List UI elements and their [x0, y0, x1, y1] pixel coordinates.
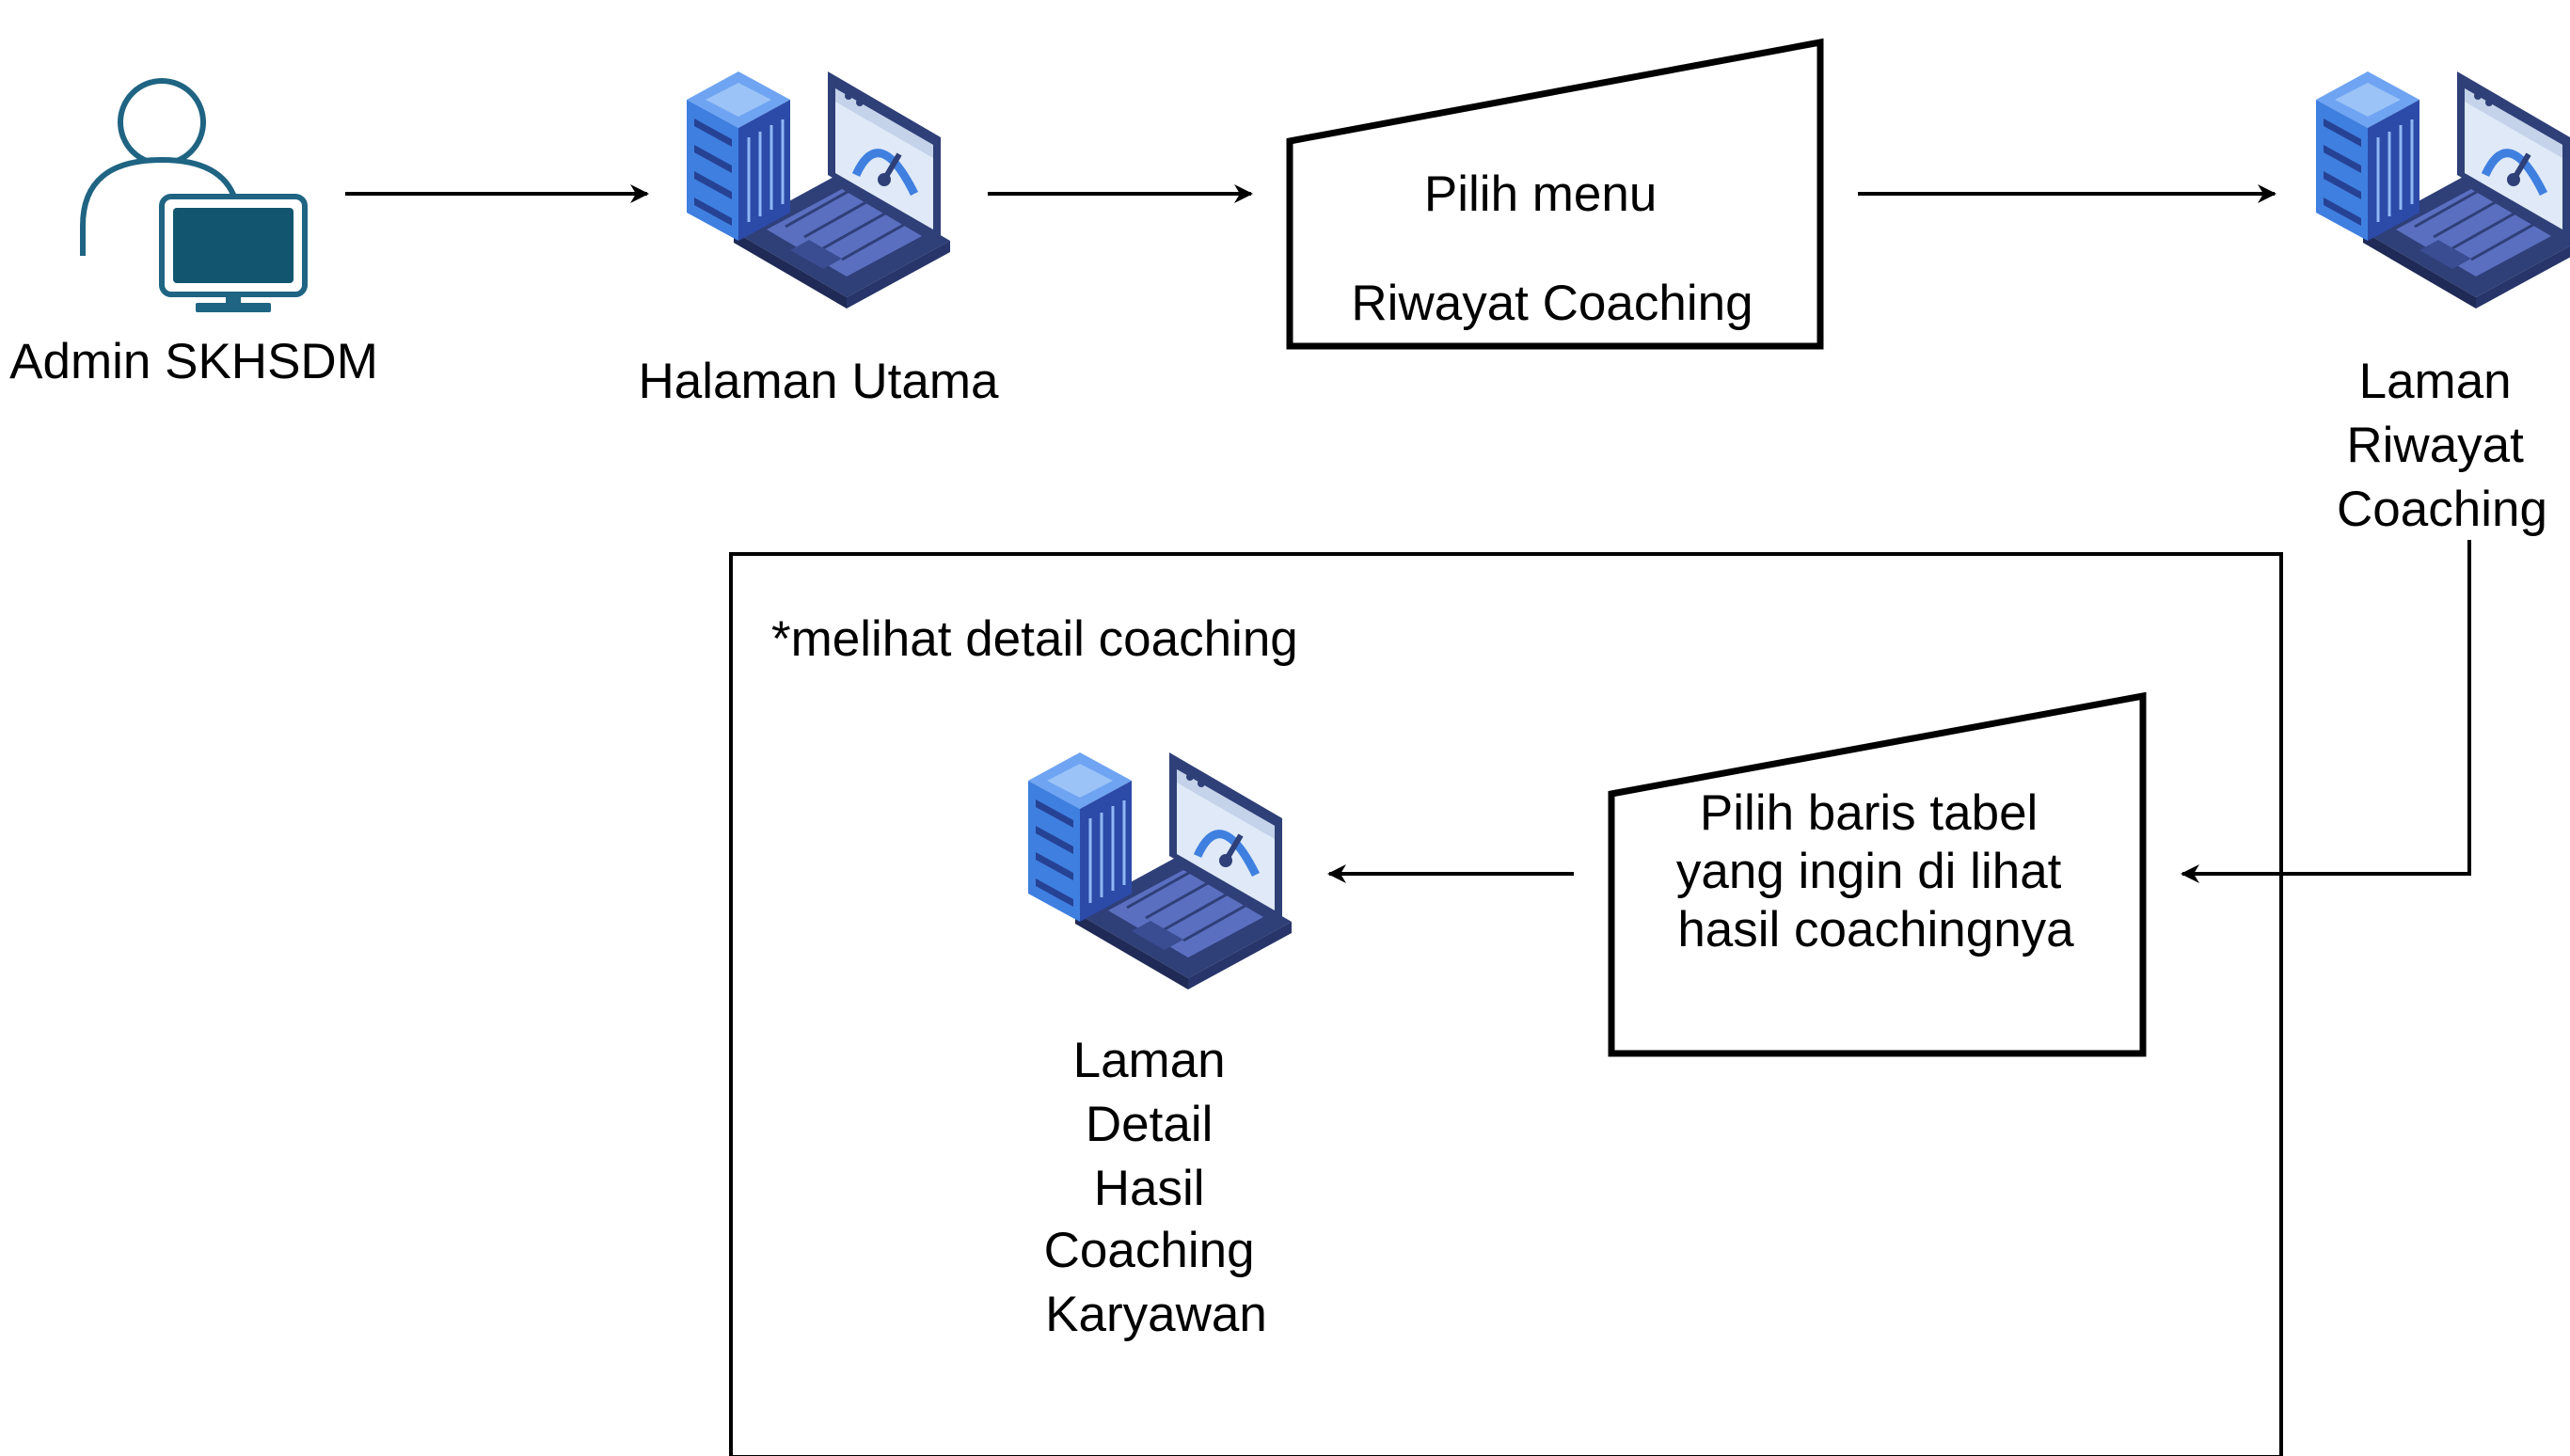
server-laptop-icon	[1028, 752, 1292, 989]
halaman-utama-label: Halaman Utama	[639, 354, 999, 409]
server-laptop-icon	[2316, 71, 2570, 309]
laman-riwayat-label: Laman Riwayat Coaching	[2337, 354, 2547, 537]
arrow-riwayat-to-pilih-baris	[2181, 540, 2471, 883]
server-laptop-icon	[687, 71, 950, 309]
pilih-menu-label: Pilih menu Riwayat Coaching	[1351, 166, 1753, 331]
group-label: *melihat detail coaching	[771, 611, 1298, 667]
laman-detail-label: Laman Detail Hasil Coaching Karyawan	[1044, 1033, 1269, 1342]
actor-label: Admin SKHSDM	[9, 334, 378, 389]
user-computer-icon	[80, 78, 308, 312]
detail-group-box	[729, 552, 2283, 1456]
manual-input-pilih-baris	[1608, 691, 2147, 1057]
manual-input-pilih-menu	[1286, 38, 1824, 350]
pilih-baris-label: Pilih baris tabel yang ingin di lihat ha…	[1676, 785, 2075, 957]
